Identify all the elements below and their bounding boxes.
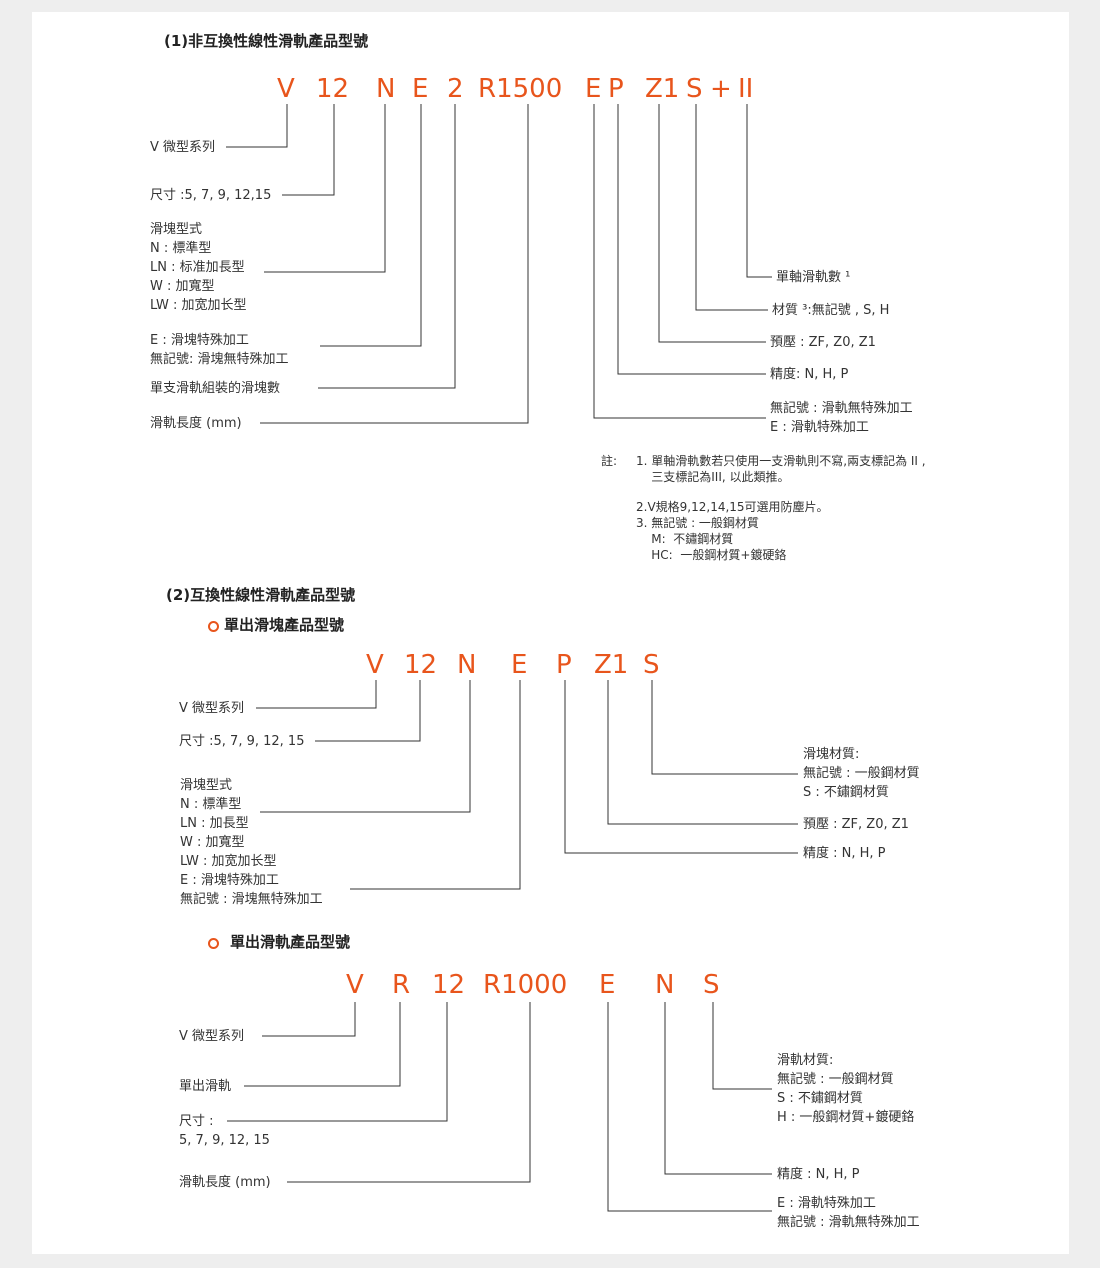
s1-label-size: 尺寸 :5, 7, 9, 12,15 [150,188,272,203]
s2b-code-block: N [457,650,477,680]
s1-label-series: V 微型系列 [150,140,216,155]
s2r-code-series: V [346,970,364,1000]
s2r-label-precision: 精度 : N, H, P [777,1167,860,1182]
s2b-line-preload [607,680,798,825]
s1-line-count [318,104,456,389]
s2r-line-size [227,1002,448,1122]
s2r-line-special [607,1002,772,1212]
s2r-line-series [262,1002,356,1037]
section2-title: (2)互換性線性滑軌產品型號 [166,586,356,604]
s1-label-material: 材質 ³:無記號 , S, H [772,303,890,318]
s1-code-railspecial: E [585,74,602,104]
s2b-line-material [651,680,798,775]
section1-title: (1)非互換性線性滑軌產品型號 [164,32,369,50]
s2r-code-precision: N [655,970,675,1000]
notes-label: 註: [601,454,618,468]
s1-line-block [264,104,386,273]
s1-label-preload: 預壓 : ZF, Z0, Z1 [770,335,876,350]
s1-label-blocktype: 滑塊型式 N : 標準型 LN : 标准加長型 W : 加寬型 LW : 加宽加… [150,222,247,313]
s2r-code-size: 12 [432,970,466,1000]
s2b-line-series [256,680,377,709]
s1-line-length [260,104,529,424]
s1-code-preload: Z1 [645,74,680,104]
s1-code-rails: II [738,74,754,104]
s2r-label-special: E : 滑軌特殊加工 無記號 : 滑軌無特殊加工 [777,1196,920,1230]
s1-code-special: E [412,74,429,104]
s2b-code-series: V [366,650,384,680]
note-2: 2.V規格9,12,14,15可選用防塵片。 [636,500,829,514]
s1-code-material: S [686,74,703,104]
s1-line-material [695,104,768,311]
s1-code-rail: R1500 [478,74,563,104]
bullet-circle-icon [208,621,219,632]
s2r-line-single [244,1002,401,1087]
s2r-line-material [712,1002,772,1090]
s2r-code-material: S [703,970,720,1000]
note-1: 1. 單軸滑軌數若只使用一支滑軌則不寫,兩支標記為 II , 三支標記為III,… [636,454,926,484]
s1-label-precision: 精度: N, H, P [770,367,849,382]
s2r-label-single: 單出滑軌 [179,1079,232,1094]
s1-label-length: 滑軌長度 (mm) [150,416,242,431]
s1-line-railspecial [593,104,766,419]
s1-line-precision [617,104,766,375]
s1-code-size: 12 [316,74,350,104]
s1-code-precision: P [608,74,624,104]
s2-rail-title: 單出滑軌產品型號 [230,933,351,951]
s1-label-count: 單支滑軌組裝的滑塊數 [150,381,281,396]
s2r-code-r: R [392,970,411,1000]
diagram-panel [32,12,1069,1254]
s2b-label-precision: 精度 : N, H, P [803,846,886,861]
s2b-code-special: E [511,650,528,680]
s1-label-special: E : 滑塊特殊加工 無記號: 滑塊無特殊加工 [150,333,289,367]
s1-code-plus: + [710,74,732,104]
s2r-line-length [287,1002,531,1183]
s1-code-count: 2 [447,74,464,104]
s2b-line-special [350,680,521,890]
s2b-code-preload: Z1 [594,650,629,680]
s2-block-title: 單出滑塊產品型號 [224,616,345,634]
s2r-label-series: V 微型系列 [179,1029,245,1044]
s2b-line-size [315,680,421,742]
s2r-label-material: 滑軌材質: 無記號 : 一般鋼材質 S : 不鏽鋼材質 H : 一般鋼材質+鍍硬… [777,1053,915,1125]
s2b-label-preload: 預壓 : ZF, Z0, Z1 [803,817,909,832]
s1-line-series [226,104,288,148]
s2b-code-size: 12 [404,650,438,680]
s2r-code-special: E [599,970,616,1000]
s1-line-special [320,104,422,347]
s1-line-rails [746,104,772,278]
s2b-line-block [260,680,471,813]
s2b-label-series: V 微型系列 [179,701,245,716]
s1-label-rails: 單軸滑軌數 ¹ [776,270,851,285]
s2b-code-material: S [643,650,660,680]
s2r-line-precision [664,1002,772,1175]
s1-code-series: V [277,74,295,104]
s1-line-preload [658,104,766,343]
s1-line-size [282,104,335,196]
s1-code-block: N [376,74,396,104]
s2r-code-length: R1000 [483,970,568,1000]
s2b-label-material: 滑塊材質: 無記號 : 一般鋼材質 S : 不鏽鋼材質 [803,747,920,800]
s2b-label-size: 尺寸 :5, 7, 9, 12, 15 [179,734,305,749]
s2r-label-size: 尺寸 : 5, 7, 9, 12, 15 [179,1114,270,1148]
note-3: 3. 無記號 : 一般鋼材質 M: 不鏽鋼材質 HC: 一般鋼材質+鍍硬鉻 [636,516,787,562]
s2r-label-length: 滑軌長度 (mm) [179,1175,271,1190]
s1-label-railspecial: 無記號 : 滑軌無特殊加工 E : 滑軌特殊加工 [770,401,913,435]
s2b-label-blocktype: 滑塊型式 N : 標準型 LN : 加長型 W : 加寬型 LW : 加宽加长型… [180,778,323,907]
s2b-line-precision [564,680,798,854]
bullet-circle-icon [208,938,219,949]
s2b-code-precision: P [556,650,572,680]
